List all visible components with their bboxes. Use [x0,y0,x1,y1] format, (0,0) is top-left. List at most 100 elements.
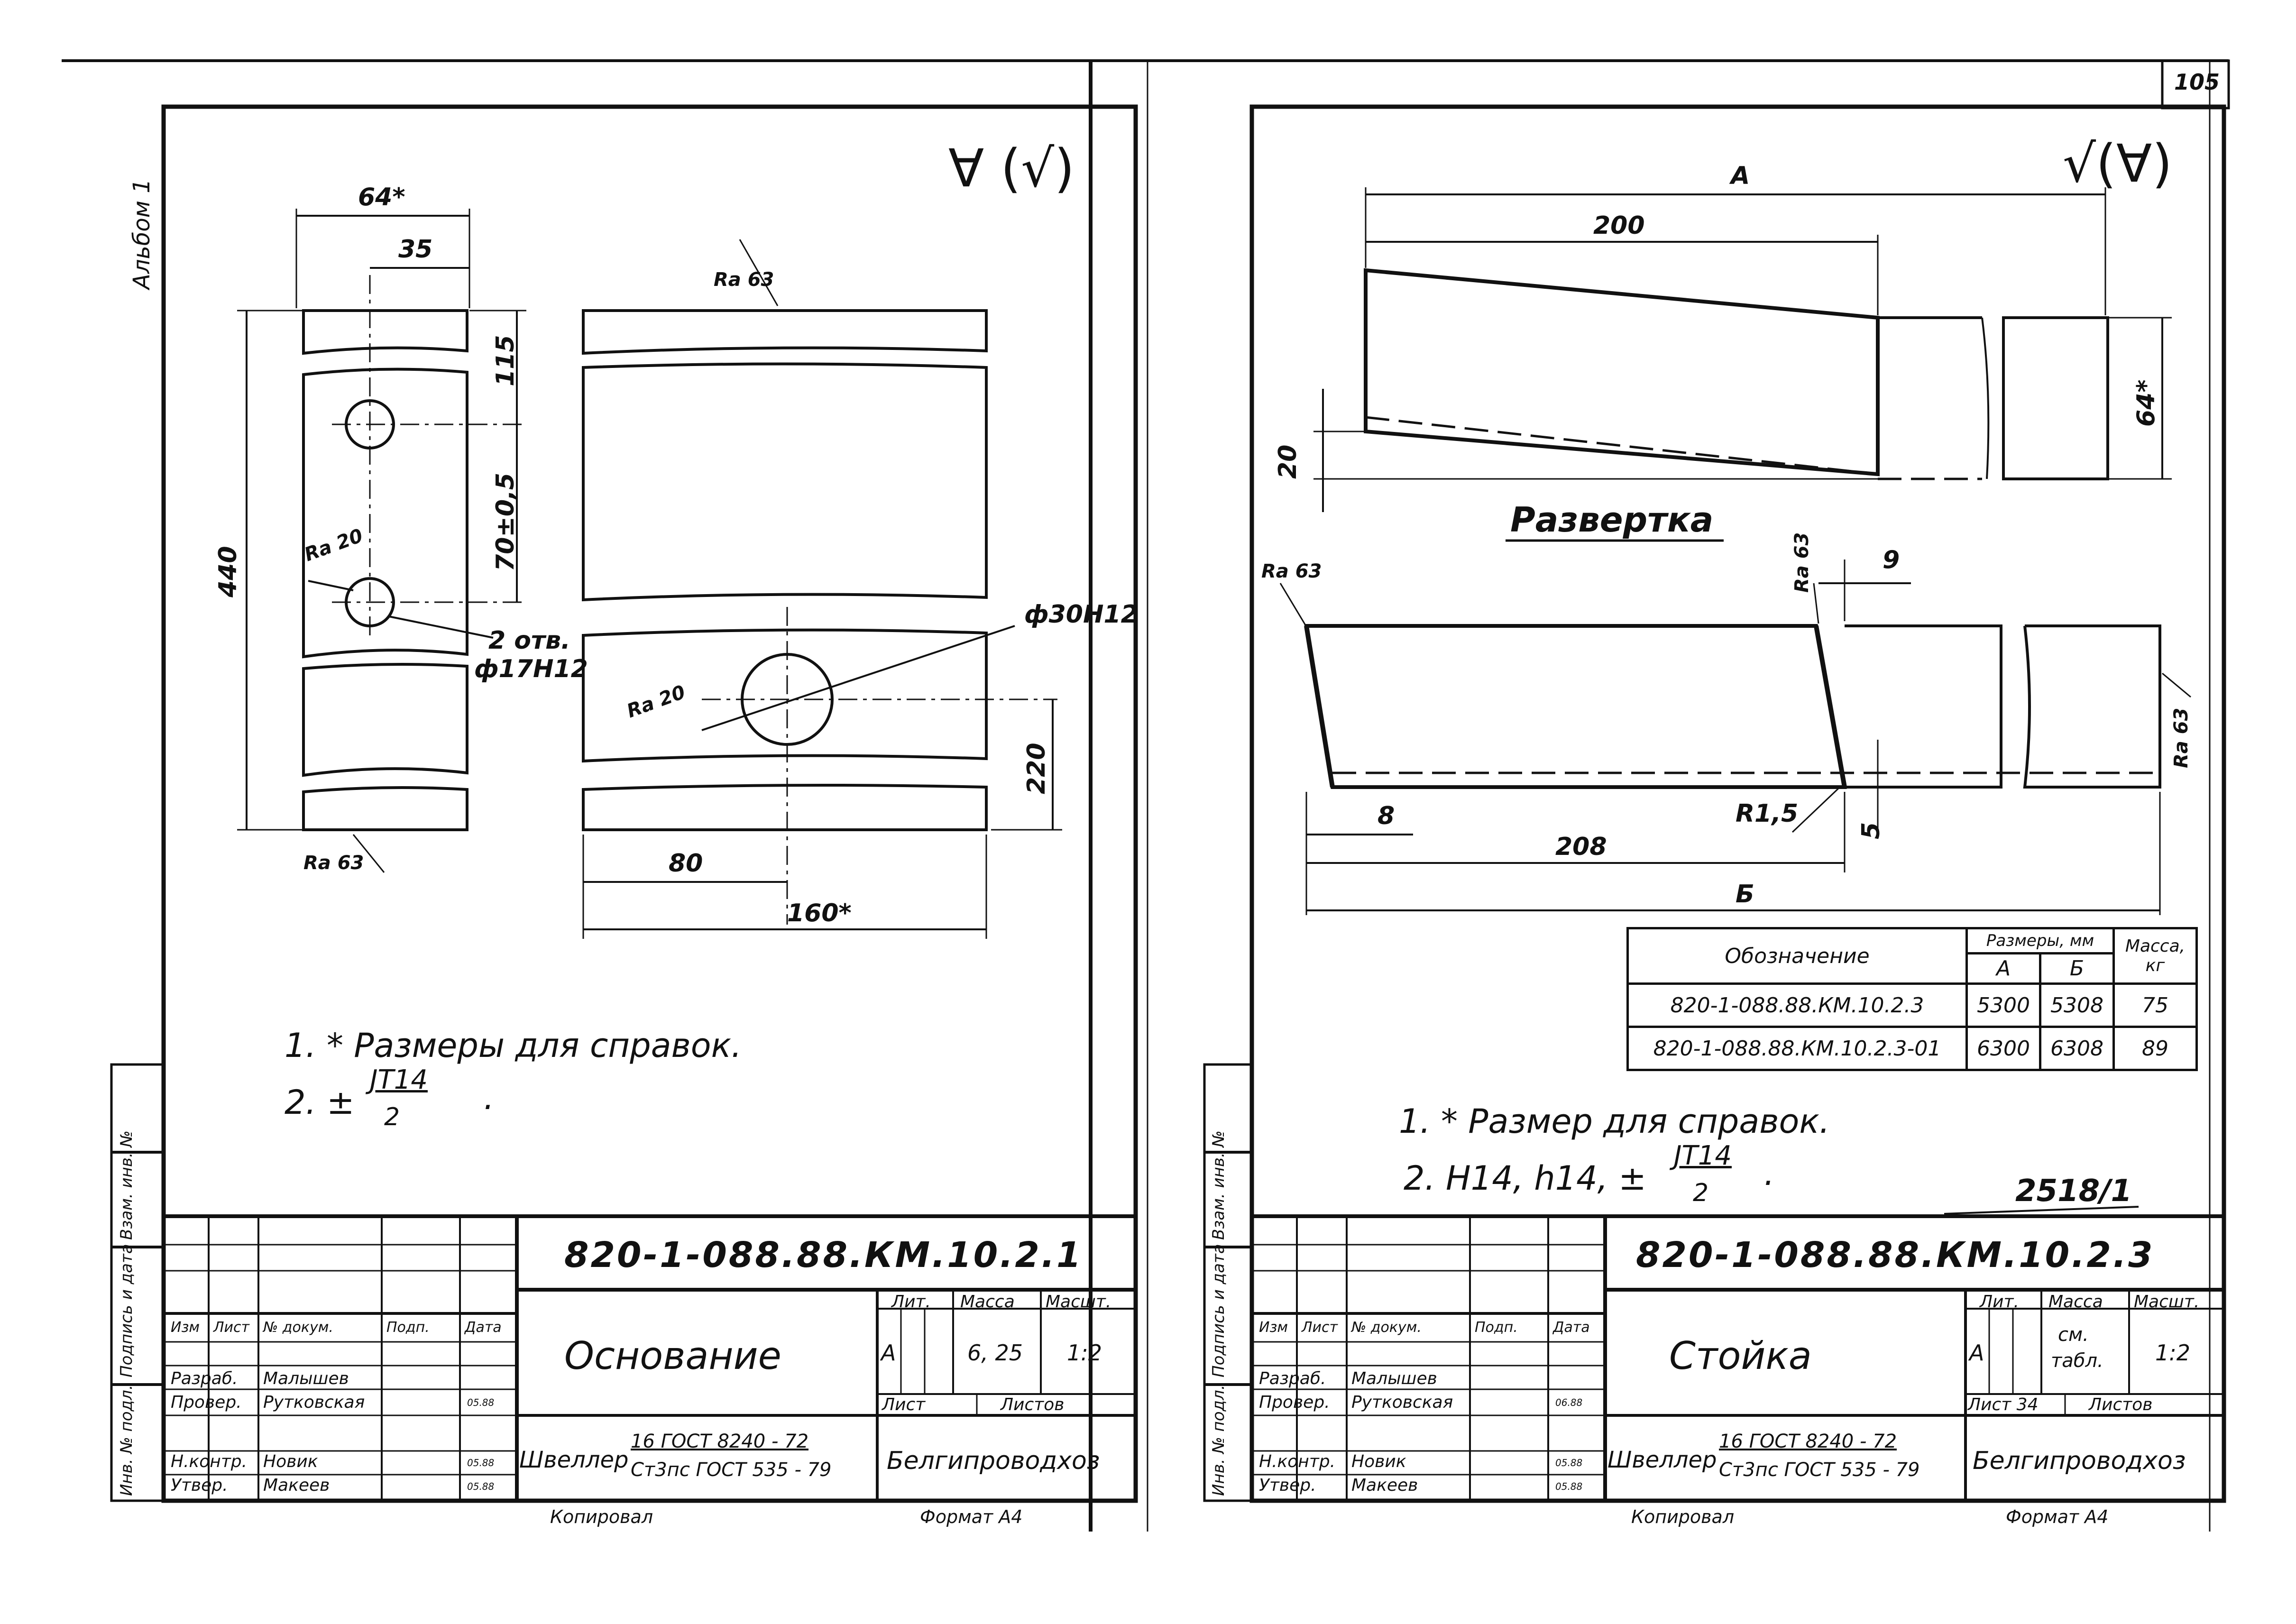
right-mass-line1: см. [2058,1324,2089,1346]
dim-5: 5 [1857,822,1885,839]
dim-440: 440 [214,546,242,597]
left-h-doc: № докум. [263,1319,333,1336]
left-h-lit: Лит. [891,1292,931,1312]
right-h-lit: Лит. [1980,1292,2019,1312]
holes-callout-line2: ф17Н12 [474,655,588,683]
right-development-view [1279,560,2191,915]
right-org: Белгипроводхоз [1973,1447,2186,1475]
dim-8: 8 [1378,802,1395,830]
right-name-4: Макеев [1351,1476,1418,1495]
left-name-3: Новик [263,1452,318,1471]
dim-20: 20 [1274,444,1302,479]
ra-bottom: Ra 63 [303,852,364,874]
right-note-2-prefix: 2. Н14, h14, ± [1404,1159,1646,1198]
left-note-2-den: 2 [384,1103,400,1131]
dim-160: 160* [787,899,852,927]
ra-top: Ra 63 [714,269,774,291]
dim-70: 70±0,5 [491,472,520,571]
left-h-date: Дата [465,1319,502,1336]
right-h-izm: Изм [1259,1319,1288,1336]
row2-a: 6300 [1965,1026,2041,1071]
dim-115: 115 [491,335,520,386]
right-lit-value: А [1969,1340,1984,1366]
left-name-1: Малышев [263,1369,349,1388]
left-side-inv-podl: Инв. № подл. [117,1385,136,1496]
right-scale-value: 1:2 [2155,1340,2191,1366]
left-footer-copied: Копировал [550,1506,653,1527]
left-part-name: Основание [564,1334,781,1378]
row1-a: 5300 [1965,982,2041,1028]
ra-dev-right: Ra 63 [2170,707,2192,768]
page-number: 105 [2174,69,2220,95]
left-note-2-suffix: . [484,1078,495,1117]
right-role-1: Разраб. [1259,1369,1326,1388]
left-side-vzam: Взам. инв. № [117,1130,136,1240]
right-note-1: 1. * Размер для справок. [1399,1102,1830,1141]
left-mass-value: 6, 25 [967,1340,1023,1366]
right-list-no: Лист 34 [1968,1395,2039,1414]
right-doc-code: 820-1-088.88.КМ.10.2.3 [1636,1235,2155,1275]
right-h-listov: Листов [2089,1395,2153,1414]
dim-220: 220 [1022,743,1051,794]
right-date-1: 06.88 [1555,1397,1583,1408]
right-part-view [1313,187,2172,542]
left-name-4: Макеев [263,1476,330,1495]
left-h-listov: Листов [1001,1395,1065,1414]
right-h-massa: Масса [2048,1292,2103,1312]
right-material-bottom: Ст3пс ГОСТ 535 - 79 [1719,1459,1920,1481]
left-name-2: Рутковская [263,1393,365,1412]
dim-64: 64* [358,183,405,211]
left-role-3: Н.контр. [171,1452,248,1471]
left-material-prefix: Швеллер [519,1447,629,1473]
th-a: А [1965,952,2041,985]
big-hole-callout: ф30Н12 [1024,600,1138,629]
dim-208: 208 [1555,833,1607,861]
row2-b: 6308 [2039,1026,2115,1071]
left-roughness-symbol: ∀ (√) [948,138,1075,199]
album-label: Альбом 1 [129,179,155,289]
row1-mass: 75 [2112,982,2198,1028]
left-doc-code: 820-1-088.88.КМ.10.2.1 [564,1235,1083,1275]
dim-80: 80 [669,849,703,878]
right-material-prefix: Швеллер [1607,1447,1717,1473]
left-h-sign: Подп. [386,1319,430,1336]
right-h-list: Лист [1302,1319,1338,1336]
right-side-inv-podl: Инв. № подл. [1209,1385,1228,1496]
ra-dev-left: Ra 63 [1261,560,1322,582]
left-material-bottom: Ст3пс ГОСТ 535 - 79 [631,1459,832,1481]
dim-B: Б [1736,880,1754,908]
right-side-podpis: Подпись и дата [1209,1244,1228,1377]
left-material-top: 16 ГОСТ 8240 - 72 [631,1431,809,1452]
dim-R15: R1,5 [1736,799,1799,828]
left-h-list2: Лист [882,1395,926,1414]
mass-table: Обозначение Размеры, мм Масса, кг А Б 82… [1626,927,2198,1071]
right-h-doc: № докум. [1351,1319,1422,1336]
right-mass-line2: табл. [2051,1350,2103,1372]
right-part-name: Стойка [1669,1334,1812,1378]
th-b: Б [2039,952,2115,985]
right-h-sign: Подп. [1475,1319,1518,1336]
right-role-4: Утвер. [1259,1476,1316,1495]
right-material-top: 16 ГОСТ 8240 - 72 [1719,1431,1897,1452]
left-org: Белгипроводхоз [887,1447,1100,1475]
right-footer-format: Формат А4 [2006,1506,2109,1527]
left-lit-value: А [881,1340,896,1366]
left-date-1: 05.88 [467,1397,495,1408]
left-h-masht: Масшт. [1046,1292,1111,1312]
row2-designation: 820-1-088.88.КМ.10.2.3-01 [1626,1026,1968,1071]
left-h-massa: Масса [960,1292,1015,1312]
right-role-2: Провер. [1259,1393,1330,1412]
row2-mass: 89 [2112,1026,2198,1071]
dim-9: 9 [1883,546,1900,574]
holes-callout-line1: 2 отв. [488,626,570,655]
left-h-izm: Изм [171,1319,200,1336]
stamp-number: 2518/1 [2015,1174,2132,1209]
left-role-2: Провер. [171,1393,242,1412]
right-date-2: 05.88 [1555,1457,1583,1468]
right-footer-copied: Копировал [1631,1506,1735,1527]
right-roughness-symbol: √(∀) [2063,133,2173,194]
left-date-2: 05.88 [467,1457,495,1468]
left-note-1: 1. * Размеры для справок. [285,1026,742,1065]
right-note-2-suffix: . [1764,1154,1775,1193]
